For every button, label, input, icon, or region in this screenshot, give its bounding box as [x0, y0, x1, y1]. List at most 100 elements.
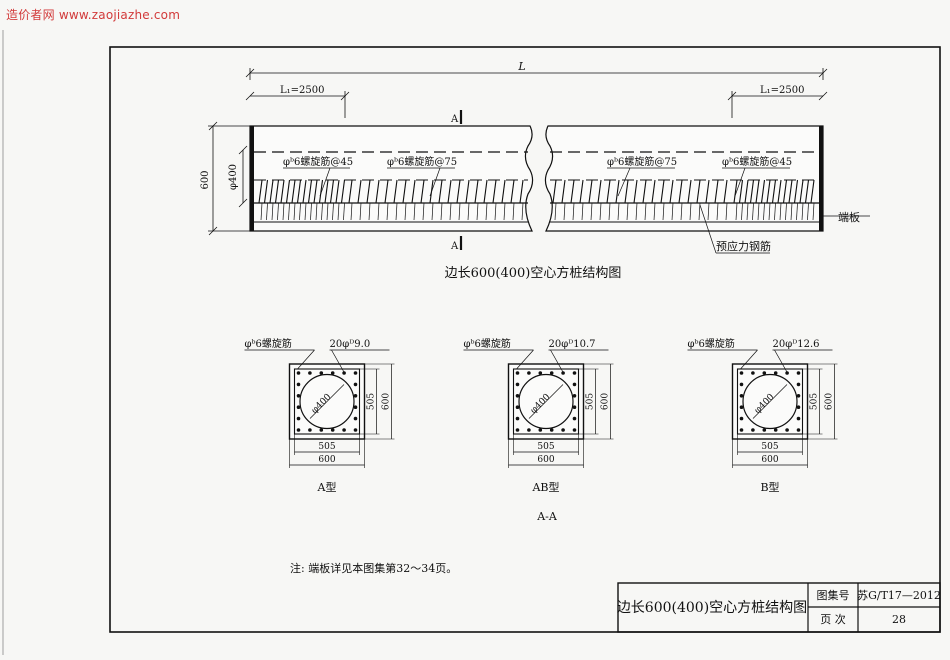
section-type-label: AB型	[531, 480, 559, 494]
section-mark-top: A	[450, 114, 459, 125]
rebar-dot	[296, 382, 301, 387]
rebar-dot	[773, 428, 778, 432]
rebar-dot	[572, 394, 577, 398]
rebar-dot	[353, 416, 358, 421]
rebar-dot	[796, 428, 801, 432]
spiral-label: φᵇ6螺旋筋@45	[283, 155, 353, 168]
rebar-dot	[773, 371, 778, 375]
dim-inner-vertical: 505	[586, 393, 596, 410]
sheet-border	[109, 46, 941, 633]
rebar-dot	[796, 416, 801, 421]
rebar-dot	[296, 416, 301, 421]
elevation-title: 边长600(400)空心方桩结构图	[445, 265, 622, 281]
rebar-dot	[561, 428, 565, 432]
rebar-dot	[330, 371, 335, 375]
page-number: 28	[892, 613, 906, 626]
rebar-dot	[762, 428, 767, 432]
spiral-rebar-label: φᵇ6螺旋筋	[245, 337, 292, 350]
end-plate-label: 端板	[838, 210, 860, 224]
atlas-label: 图集号	[817, 588, 850, 602]
rebar-dot	[353, 405, 358, 410]
dim-inner-horizontal: 505	[761, 442, 778, 452]
spiral-outline	[512, 368, 580, 435]
dim-inner-horizontal: 505	[537, 442, 554, 452]
rebar-dot	[353, 394, 358, 398]
rebar-dot	[572, 382, 577, 387]
spiral-rebar-label: φᵇ6螺旋筋	[688, 337, 735, 350]
rebar-dot	[515, 405, 520, 410]
section-title: A-A	[536, 510, 558, 523]
dim-outer-vertical: 600	[601, 393, 611, 410]
dim-outer-vertical: 600	[382, 393, 392, 410]
spiral-label: φᵇ6螺旋筋@75	[607, 155, 677, 168]
main-rebar-label: 20φᴰ10.7	[549, 339, 596, 350]
spiral-label: φᵇ6螺旋筋@45	[722, 155, 792, 168]
rebar-dot	[739, 416, 744, 421]
rebar-dot	[572, 416, 577, 421]
dim-outer-horizontal: 600	[537, 455, 554, 465]
rebar-dot	[527, 428, 531, 432]
atlas-value: 苏G/T17—2012	[857, 589, 941, 602]
rebar-dot	[515, 416, 520, 421]
dim-l1-left: L₁=2500	[280, 85, 324, 96]
rebar-dot	[762, 371, 767, 375]
rebar-dot	[515, 371, 520, 375]
rebar-dot	[785, 428, 789, 432]
rebar-dot	[572, 428, 577, 432]
spiral-outline	[736, 368, 804, 435]
rebar-dot	[296, 371, 301, 375]
watermark: 造价者网 www.zaojiazhe.com	[6, 8, 181, 22]
rebar-dot	[319, 371, 324, 375]
spiral-rebar-label: φᵇ6螺旋筋	[464, 337, 511, 350]
spiral-outline	[293, 368, 361, 435]
rebar-dot	[308, 371, 312, 375]
rebar-dot	[353, 371, 358, 375]
dim-core: φ400	[228, 164, 239, 190]
rebar-dot	[515, 382, 520, 387]
rebar-dot	[739, 428, 744, 432]
rebar-dot	[796, 382, 801, 387]
rebar-dot	[572, 405, 577, 410]
main-rebar-label: 20φᴰ9.0	[330, 339, 371, 350]
dim-outer-horizontal: 600	[318, 455, 335, 465]
rebar-dot	[739, 405, 744, 410]
section-mark-bottom: A	[450, 241, 459, 252]
pile-elevation: L L₁=2500 L₁=2500 600 φ400	[200, 60, 870, 281]
prestress-label: 预应力钢筋	[716, 239, 771, 253]
rebar-dot	[538, 428, 543, 432]
dim-inner-horizontal: 505	[318, 442, 335, 452]
rebar-dot	[739, 394, 744, 398]
dim-inner-vertical: 505	[810, 393, 820, 410]
rebar-dot	[308, 428, 312, 432]
title-block-title: 边长600(400)空心方桩结构图	[617, 599, 807, 616]
rebar-dot	[572, 371, 577, 375]
rebar-dot	[739, 382, 744, 387]
page-label: 页 次	[820, 612, 846, 626]
rebar-dot	[353, 382, 358, 387]
rebar-dot	[515, 428, 520, 432]
rebar-dot	[353, 428, 358, 432]
main-rebar-label: 20φᴰ12.6	[773, 339, 820, 350]
spiral-hatch	[258, 179, 815, 221]
rebar-dot	[739, 371, 744, 375]
rebar-dot	[319, 428, 324, 432]
dim-l1-right: L₁=2500	[760, 85, 804, 96]
dim-outer-vertical: 600	[825, 393, 835, 410]
rebar-dot	[527, 371, 531, 375]
section-type-label: A型	[317, 480, 337, 494]
dim-height: 600	[200, 170, 211, 189]
rebar-dot	[796, 371, 801, 375]
dim-total-length: L	[517, 60, 525, 73]
dim-inner-vertical: 505	[367, 393, 377, 410]
spiral-label: φᵇ6螺旋筋@75	[387, 155, 457, 168]
rebar-dot	[538, 371, 543, 375]
rebar-dot	[751, 428, 755, 432]
note-text: 注: 端板详见本图集第32～34页。	[290, 561, 457, 575]
section-type-label: B型	[760, 480, 779, 494]
rebar-dot	[515, 394, 520, 398]
